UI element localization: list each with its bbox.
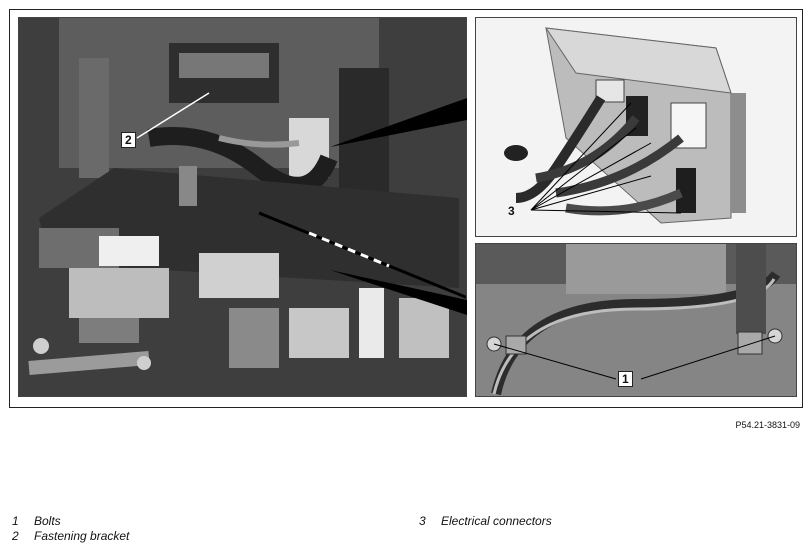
callout-2: 2 bbox=[121, 132, 136, 148]
legend-text: Electrical connectors bbox=[441, 514, 552, 528]
connector-detail-panel bbox=[475, 17, 797, 237]
legend-left: 1 Bolts 2 Fastening bracket bbox=[12, 514, 129, 544]
legend-number: 2 bbox=[12, 529, 19, 543]
legend-text: Bolts bbox=[34, 514, 61, 528]
connector-detail-illustration bbox=[476, 18, 796, 236]
legend-item: 1 Bolts bbox=[12, 514, 129, 529]
bolt-detail-illustration bbox=[476, 244, 796, 396]
legend-right: 3 Electrical connectors bbox=[419, 514, 552, 529]
callout-1: 1 bbox=[618, 371, 633, 387]
main-photo-panel bbox=[18, 17, 467, 397]
legend-text: Fastening bracket bbox=[34, 529, 130, 543]
legend-number: 1 bbox=[12, 514, 19, 528]
callout-3: 3 bbox=[508, 204, 515, 218]
main-photo-illustration bbox=[19, 18, 466, 396]
legend-item: 2 Fastening bracket bbox=[12, 529, 129, 544]
bolt-detail-panel bbox=[475, 243, 797, 397]
figure-reference: P54.21-3831-09 bbox=[735, 420, 800, 430]
legend-item: 3 Electrical connectors bbox=[419, 514, 552, 529]
legend-number: 3 bbox=[419, 514, 426, 528]
zoom-wedges bbox=[330, 98, 467, 315]
